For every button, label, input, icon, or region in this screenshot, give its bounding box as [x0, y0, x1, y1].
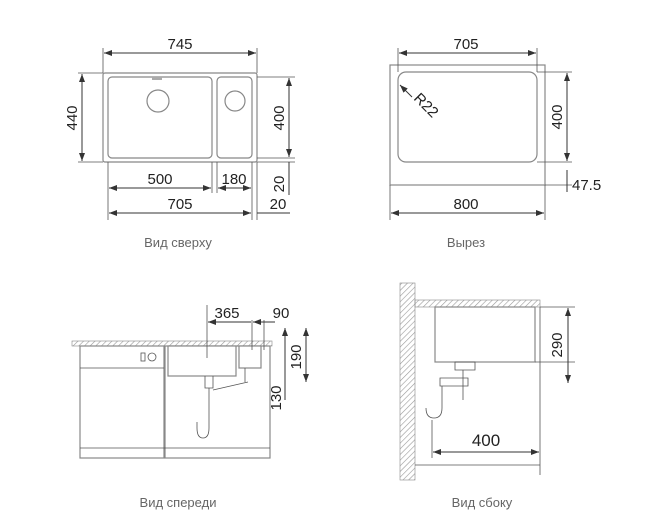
drain-icon	[224, 90, 246, 112]
dim-500: 500	[147, 171, 172, 188]
dim-705: 705	[453, 36, 478, 53]
caption-side-view: Вид сбоку	[452, 495, 513, 510]
dim-440: 440	[64, 105, 81, 130]
caption-cutout: Вырез	[447, 235, 485, 250]
side-view: 290 400 Вид сбоку	[399, 282, 575, 510]
dim-705: 705	[167, 196, 192, 213]
dim-90: 90	[273, 305, 290, 322]
dim-745: 745	[167, 36, 192, 53]
caption-front-view: Вид спереди	[140, 495, 217, 510]
dim-290: 290	[549, 332, 566, 357]
dim-20: 20	[270, 196, 287, 213]
dim-800: 800	[453, 196, 478, 213]
dim-20-vertical: 20	[271, 176, 288, 193]
dim-47-5: 47.5	[572, 177, 601, 194]
cutout-view: 705 R22 400 47.5 800 Вырез	[389, 36, 601, 250]
dim-180: 180	[221, 171, 246, 188]
dim-400: 400	[549, 104, 566, 129]
dim-130: 130	[268, 385, 285, 410]
dim-400: 400	[472, 431, 500, 450]
main-bowl	[107, 76, 213, 159]
front-view: 365 90 190 130 Вид спереди	[71, 305, 309, 510]
dim-190: 190	[288, 344, 305, 369]
top-view: 745 440 400 20 500 180 705 20 Вид сверху	[64, 36, 295, 250]
drain-icon	[146, 89, 170, 113]
dim-365: 365	[214, 305, 239, 322]
dim-400: 400	[271, 105, 288, 130]
caption-top-view: Вид сверху	[144, 235, 212, 250]
overflow-icon	[152, 77, 162, 80]
small-bowl	[216, 76, 253, 159]
